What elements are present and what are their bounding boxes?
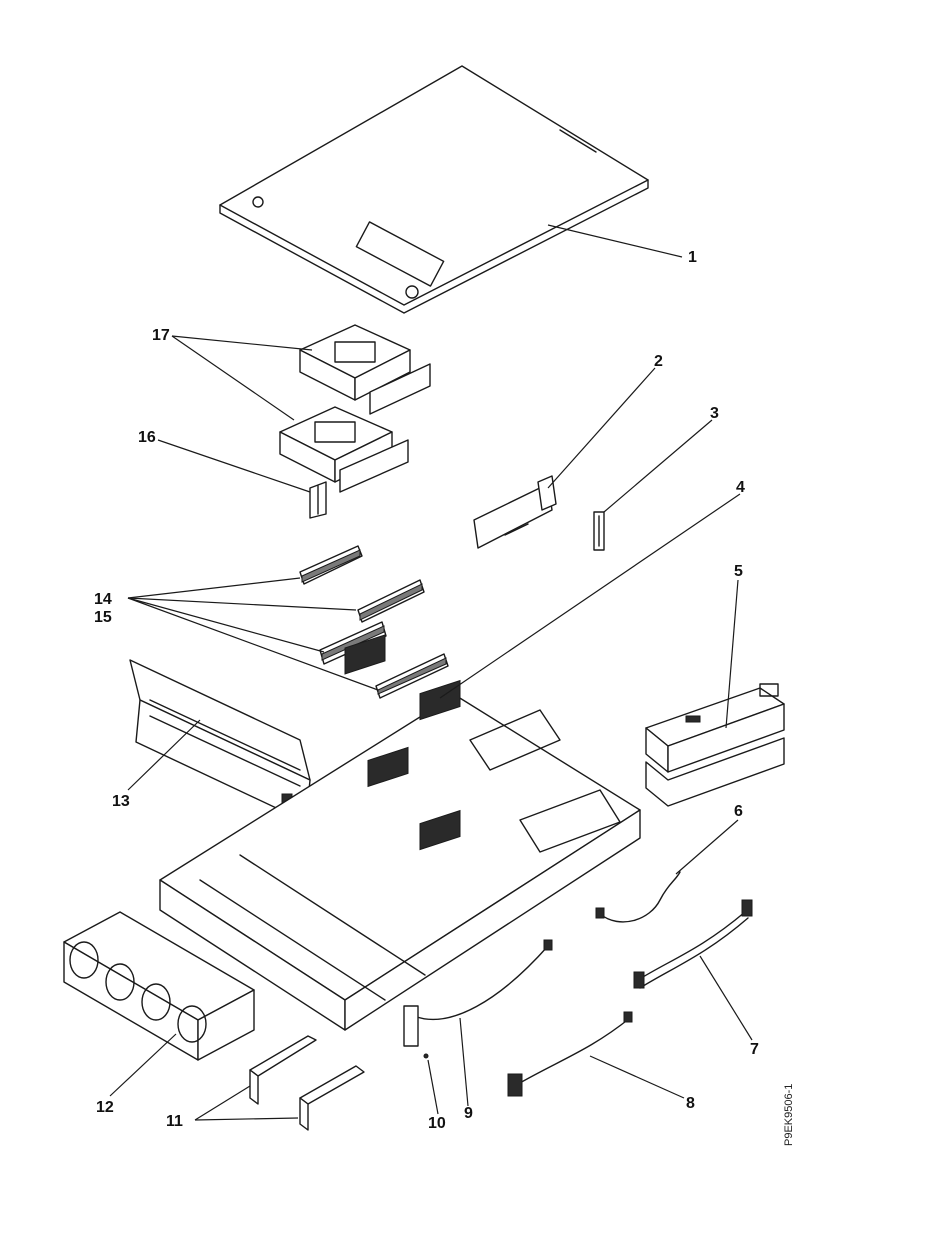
drives — [250, 1036, 364, 1130]
cable-part-6 — [596, 872, 680, 922]
callout-16: 16 — [138, 429, 156, 446]
callout-11: 11 — [166, 1113, 183, 1130]
bracket-part-16 — [310, 482, 326, 518]
dimm-group-1 — [300, 546, 362, 584]
callout-5: 5 — [734, 563, 743, 580]
adapter-card — [474, 476, 556, 548]
air-baffle-lower — [280, 407, 408, 492]
system-chassis — [160, 635, 640, 1030]
callout-2: 2 — [654, 353, 663, 370]
air-baffle-upper — [300, 325, 430, 414]
callout-13: 13 — [112, 793, 130, 810]
screw-part-10 — [424, 1054, 428, 1058]
callout-7: 7 — [750, 1041, 759, 1058]
callout-14: 14 — [94, 591, 112, 608]
disk-backplane — [130, 660, 310, 822]
figure-id: P9EK9506-1 — [783, 1084, 795, 1146]
callout-8: 8 — [686, 1095, 695, 1112]
cable-part-8 — [508, 1012, 632, 1096]
callout-10: 10 — [428, 1115, 446, 1132]
callout-9: 9 — [464, 1105, 473, 1122]
top-cover — [220, 66, 648, 313]
cable-part-7 — [634, 900, 752, 988]
module-part-3 — [594, 512, 604, 550]
callout-15: 15 — [94, 609, 112, 626]
callout-4: 4 — [736, 479, 745, 496]
power-supplies — [646, 684, 784, 806]
memory-dimms — [300, 546, 448, 698]
dimm-group-2 — [358, 580, 424, 622]
callout-1: 1 — [688, 249, 697, 266]
callout-17: 17 — [152, 327, 170, 344]
callout-12: 12 — [96, 1099, 114, 1116]
callout-3: 3 — [710, 405, 719, 422]
callout-6: 6 — [734, 803, 743, 820]
